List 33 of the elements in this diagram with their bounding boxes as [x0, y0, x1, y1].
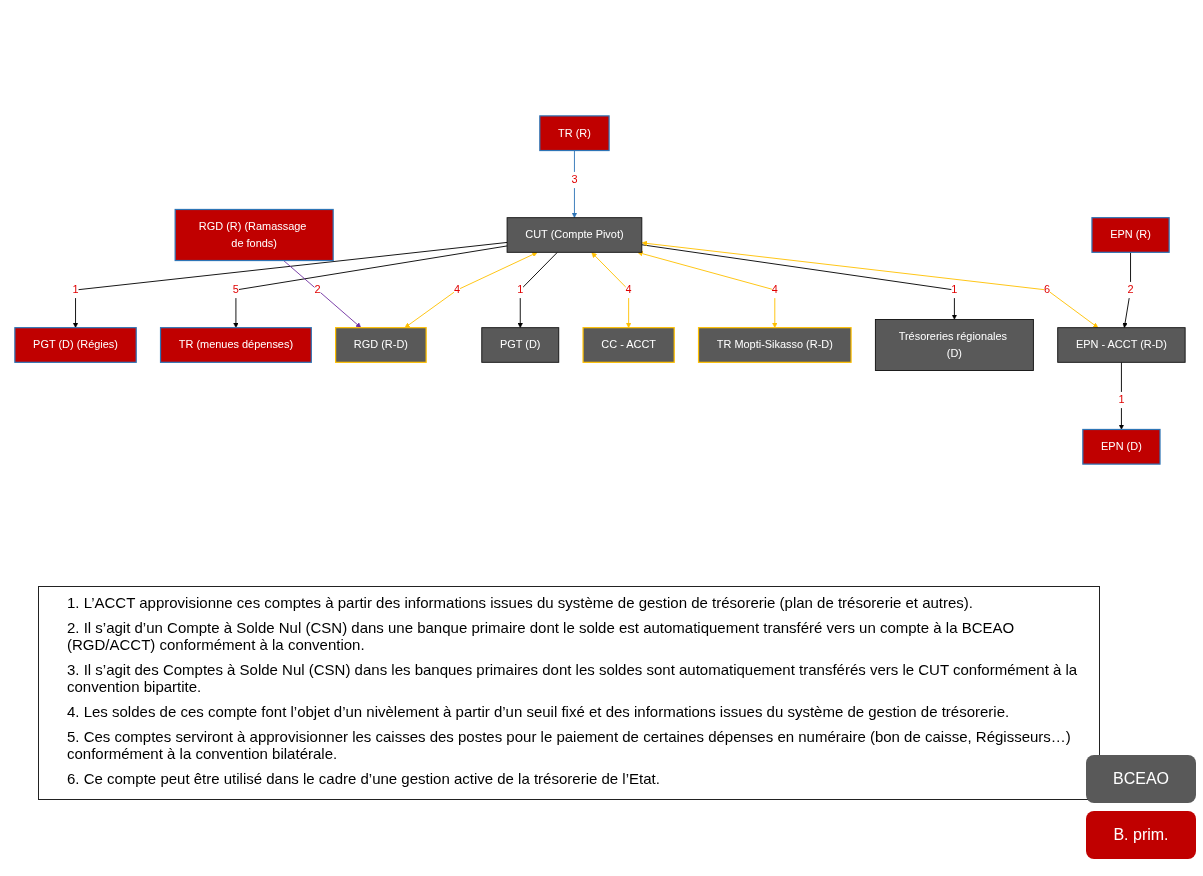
note-text: 2. Il s’agit d’un Compte à Solde Nul (CSN) dans une banque primaire dont le solde est automatiquement transféré vers un compte à la BCEAO (RGD/ACCT) conformément à la convention.	[66, 619, 1016, 653]
node-box: EPN - ACCT (R-D)	[1057, 327, 1186, 363]
note-text: 3. Il s’agit des Comptes à Solde Nul (CSN) dans les banques primaires dont les soldes sont automatiquement transférés vers le CUT conformément à la convention bipartite.	[66, 661, 1079, 695]
node-box: Trésoreries régionales (D)	[874, 319, 1034, 371]
node-box: CUT (Compte Pivot)	[506, 217, 643, 253]
edge-label: 4	[771, 283, 778, 296]
node-box: TR (R)	[539, 115, 610, 152]
node-box: TR (menues dépenses)	[159, 327, 312, 363]
edge-label: 2	[314, 283, 321, 296]
node-box: CC - ACCT	[582, 327, 675, 363]
note-text: 4. Les soldes de ces compte font l’objet d’un nivèlement à partir d’un seuil fixé et des informations issues du système de gestion de trésorerie.	[66, 703, 1011, 720]
note-text: 1. L’ACCT approvisionne ces comptes à partir des informations issues du système de gestion de trésorerie (plan de trésorerie et autres).	[66, 594, 974, 611]
node-box: PGT (D) (Régies)	[14, 327, 137, 363]
node-box: RGD (R) (Ramassage de fonds)	[174, 208, 334, 262]
edge-label: 1	[1118, 393, 1125, 406]
edge-label: 3	[571, 173, 578, 186]
edge-label: 1	[72, 283, 79, 296]
node-box: EPN (R)	[1091, 217, 1170, 253]
legend-swatch: BCEAO	[1086, 755, 1196, 803]
edge-label: 4	[454, 283, 461, 296]
edge-label: 6	[1043, 283, 1051, 296]
edge-label: 1	[951, 283, 958, 296]
note-text: 5. Ces comptes serviront à approvisionner les caisses des postes pour le paiement de certaines dépenses en numéraire (bon de caisse, Régisseurs…) conformément à la convention bilatérale.	[66, 728, 1072, 762]
legend-swatch: B. prim.	[1086, 811, 1196, 859]
edge-label: 5	[232, 283, 239, 296]
node-box: TR Mopti-Sikasso (R-D)	[697, 327, 852, 363]
note-text: 6. Ce compte peut être utilisé dans le cadre d’une gestion active de la trésorerie de l’Etat.	[66, 770, 661, 787]
node-box: EPN (D)	[1082, 428, 1161, 465]
node-box: PGT (D)	[481, 327, 560, 363]
edge-label: 2	[1127, 283, 1134, 296]
node-box: RGD (R-D)	[335, 327, 427, 363]
edge-label: 4	[625, 283, 632, 296]
edge-label: 1	[517, 283, 524, 296]
